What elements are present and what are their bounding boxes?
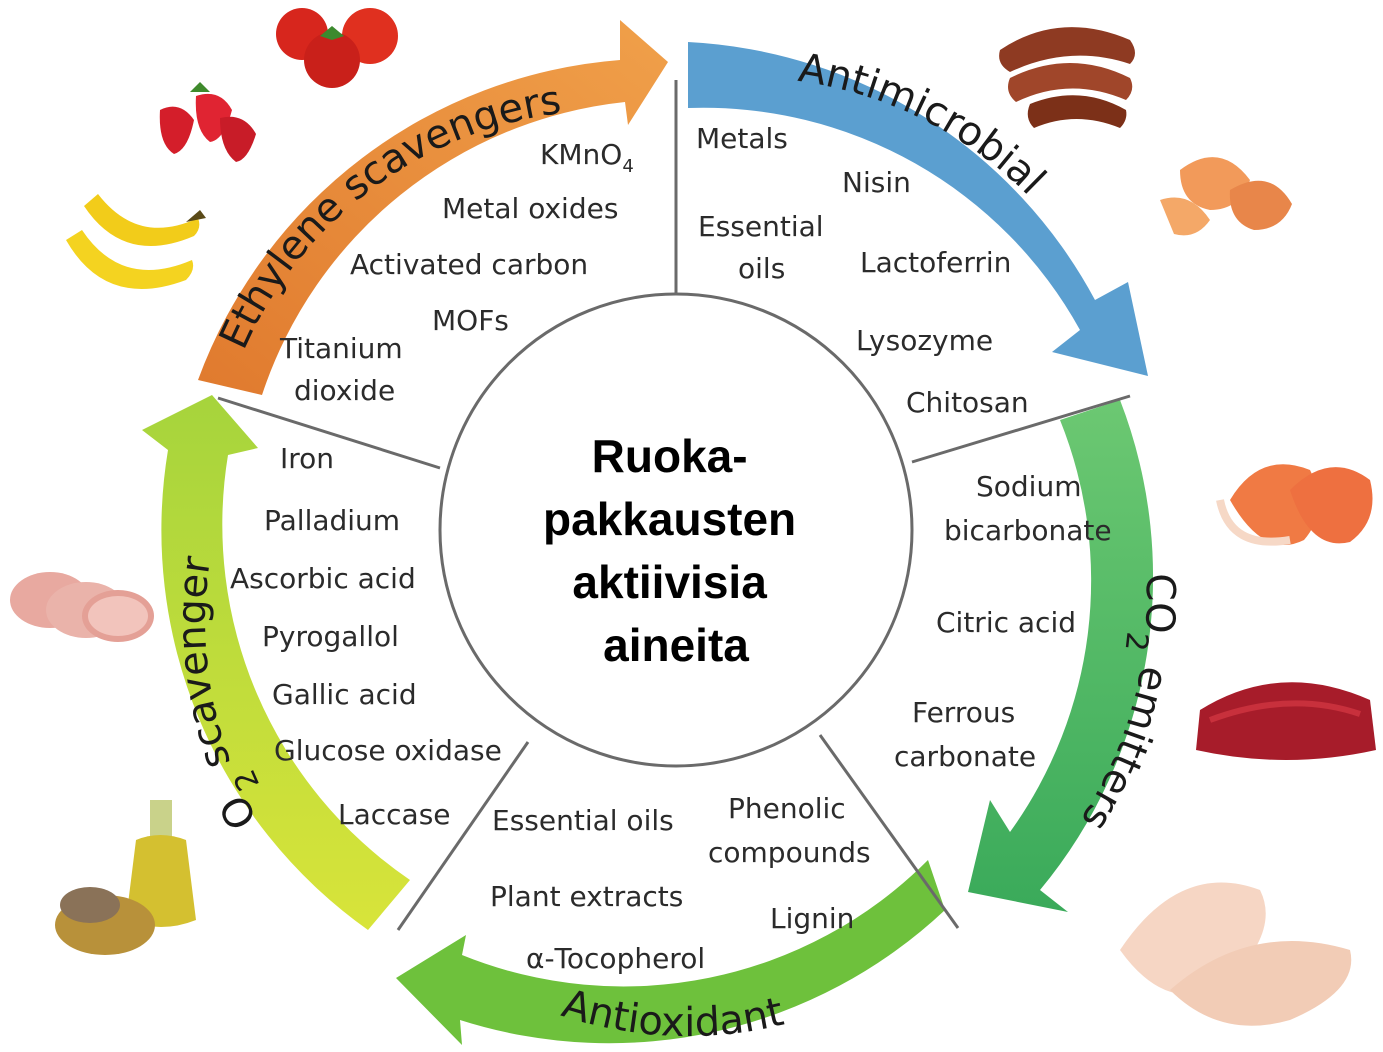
item-citric-acid: Citric acid — [936, 606, 1076, 639]
item-laccase: Laccase — [338, 798, 451, 831]
item-metals: Metals — [696, 122, 788, 155]
item-sodium: Sodium — [976, 470, 1081, 503]
item-iron: Iron — [280, 442, 334, 475]
item-glucose-oxidase: Glucose oxidase — [274, 734, 502, 767]
item-nisin: Nisin — [842, 166, 911, 199]
shrimp-icon — [1160, 157, 1292, 235]
item-ferrous: Ferrous — [912, 696, 1015, 729]
banana-icon — [66, 194, 206, 289]
item-mofs: MOFs — [432, 304, 509, 337]
strawberries-icon — [160, 82, 256, 162]
tomatoes-icon — [276, 8, 398, 88]
olive-oil-icon — [55, 800, 196, 955]
item-palladium: Palladium — [264, 504, 400, 537]
item-gallic-acid: Gallic acid — [272, 678, 417, 711]
item-bicarbonate: bicarbonate — [944, 514, 1112, 547]
minced-meat-icon — [1196, 682, 1376, 760]
item-kmno4: KMnO4 — [540, 138, 634, 177]
item-ascorbic-acid: Ascorbic acid — [230, 562, 416, 595]
item-lysozyme: Lysozyme — [856, 324, 993, 357]
chicken-icon — [1120, 883, 1351, 1026]
item-oils: oils — [738, 252, 785, 285]
item-essential-oils: Essential oils — [492, 804, 674, 837]
item-dioxide: dioxide — [294, 374, 395, 407]
item-metal-oxides: Metal oxides — [442, 192, 618, 225]
item-lactoferrin: Lactoferrin — [860, 246, 1011, 279]
item-pyrogallol: Pyrogallol — [262, 620, 399, 653]
salmon-icon — [1220, 464, 1373, 545]
item-essential: Essential — [698, 210, 824, 243]
item-lignin: Lignin — [770, 902, 854, 935]
item-tocopherol: α-Tocopherol — [526, 942, 705, 975]
item-chitosan: Chitosan — [906, 386, 1029, 419]
item-plant-extracts: Plant extracts — [490, 880, 683, 913]
item-titanium: Titanium — [279, 332, 403, 365]
item-compounds: compounds — [708, 836, 871, 869]
item-phenolic: Phenolic — [728, 792, 846, 825]
item-carbonate: carbonate — [894, 740, 1036, 773]
ham-icon — [10, 572, 154, 642]
sausages-icon — [999, 27, 1135, 128]
item-activated-carbon: Activated carbon — [350, 248, 588, 281]
